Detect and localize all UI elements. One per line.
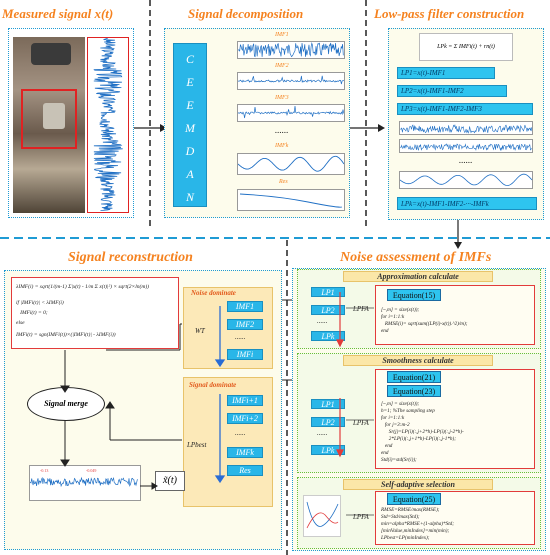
eq15-tag: Equation(15) <box>387 289 441 301</box>
ceemdan-letter: C <box>185 52 194 66</box>
threshold-formula-box: λIMF(i) = sqrt(1/(m-1) Σ|x(t) - 1/m Σ x(… <box>11 277 179 349</box>
reconstruction-title: Signal reconstruction <box>68 250 193 265</box>
smooth-title: Smoothness calculate <box>343 355 493 366</box>
select-lpfa: LPFA <box>353 513 369 521</box>
raw-signal-plot <box>87 37 129 213</box>
imfk-plot <box>237 153 345 175</box>
raw-signal-wave <box>93 37 123 211</box>
lp2-box: LP2=x(t)-IMF1-IMF2 <box>397 85 507 97</box>
select-mini-plot <box>303 495 341 537</box>
ceemdan-letter: D <box>185 144 195 158</box>
signal-dominate-label: Signal dominate <box>189 381 237 389</box>
recon-imfk: IMFk <box>227 447 263 458</box>
res-plot <box>237 189 345 211</box>
eq23-tag: Equation(23) <box>387 385 441 397</box>
smooth-lp2: LP2 <box>311 417 345 427</box>
lpk-box: LPk=x(t)-IMF1-IMF2-···-IMFk <box>397 197 537 210</box>
output-annotation-2: -0.049 <box>86 468 97 473</box>
decomposition-title: Signal decomposition <box>188 6 304 21</box>
ceemdan-letter: A <box>186 167 194 181</box>
ceemdan-letter: E <box>186 98 194 112</box>
recon-ellipsis-1: ...... <box>235 333 246 341</box>
lpbest-label: LPbest <box>187 441 207 449</box>
smooth-ellipsis: ...... <box>317 429 328 437</box>
recon-imf2: IMF2 <box>227 319 263 330</box>
lp-plot-2 <box>399 139 533 153</box>
lp-plot-1 <box>399 121 533 135</box>
output-annotation-1: -0.13 <box>40 468 49 473</box>
approx-lp2: LP2 <box>311 305 345 315</box>
measured-signal-title: Measured signal x(t) <box>2 6 114 21</box>
recon-imfi2: IMFi+2 <box>227 413 263 424</box>
ceemdan-letter: E <box>186 75 194 89</box>
eq25-tag: Equation(25) <box>387 493 441 505</box>
imf2-label: IMF2 <box>275 63 289 69</box>
wt-label: WT <box>195 327 205 335</box>
imf-ellipsis: ...... <box>275 125 289 135</box>
recon-ellipsis-2: ...... <box>235 429 246 437</box>
formula-line-3: IMFi(t) = 0; <box>16 310 48 316</box>
smooth-code: [~,m] = size(x(t)); h=1; %The sampling s… <box>381 401 464 463</box>
smooth-lpfa: LPFA <box>353 419 369 427</box>
lowpass-formula: LPk = Σ IMFi(t) + rn(t) <box>419 33 513 61</box>
select-code: RMSE=RMSE/max(RMSE); Std=Std/max(Std); m… <box>381 507 454 541</box>
approx-lpfa: LPFA <box>353 305 369 313</box>
lp-plot-k <box>399 171 533 189</box>
output-symbol: x̃(t) <box>155 471 185 491</box>
ceemdan-letter: M <box>185 121 195 135</box>
imf1-label: IMF1 <box>275 32 289 38</box>
recon-imfi: IMFi <box>227 349 263 360</box>
noise-dominate-label: Noise dominate <box>191 289 236 297</box>
select-title: Self-adaptive selection <box>343 479 493 490</box>
photo-part <box>31 43 71 65</box>
imf3-label: IMF3 <box>275 95 289 101</box>
smooth-lpk: LPk <box>311 445 345 455</box>
lowpass-panel: LPk = Σ IMFi(t) + rn(t) LP1=x(t)-IMF1 LP… <box>388 28 544 220</box>
formula-line-2: if |IMFi(t)| < λIMF(i) <box>16 300 64 306</box>
imf3-plot <box>237 104 345 122</box>
recon-imf1: IMF1 <box>227 301 263 312</box>
formula-line-5: IMFi(t) = sgn(IMFi(t))×(|IMFi(t)| - λIMF… <box>16 332 116 338</box>
approx-lpk: LPk <box>311 331 345 341</box>
formula-line-4: else <box>16 320 25 326</box>
imf1-plot <box>237 41 345 59</box>
approx-title: Approximation calculate <box>343 271 493 282</box>
recon-imfi1: IMFi+1 <box>227 395 263 406</box>
output-plot: -0.13 -0.049 <box>29 465 141 501</box>
approx-code: [~,m] = size(x(t)); for i=1:1:k RMSE(i)=… <box>381 307 468 334</box>
recon-res: Res <box>227 465 263 476</box>
ceemdan-block: C E E M D A N <box>173 43 207 207</box>
measured-signal-panel <box>8 28 134 218</box>
noise-panel: Approximation calculate LP1 LP2 ...... L… <box>292 268 546 551</box>
formula-line-1: λIMF(i) = sqrt(1/(m-1) Σ|x(t) - 1/m Σ x(… <box>16 284 150 290</box>
eq21-tag: Equation(21) <box>387 371 441 383</box>
machine-photo <box>13 37 85 213</box>
lp1-box: LP1=x(t)-IMF1 <box>397 67 495 79</box>
approx-lp1: LP1 <box>311 287 345 297</box>
signal-merge-node: Signal merge <box>27 387 105 421</box>
photo-component <box>43 103 65 129</box>
smooth-lp1: LP1 <box>311 399 345 409</box>
lp3-box: LP3=x(t)-IMF1-IMF2-IMF3 <box>397 103 533 115</box>
lowpass-title: Low-pass filter construction <box>374 6 525 21</box>
ceemdan-letter: N <box>185 190 194 204</box>
approx-ellipsis: ...... <box>317 317 328 325</box>
reconstruction-panel: λIMF(i) = sqrt(1/(m-1) Σ|x(t) - 1/m Σ x(… <box>4 270 282 550</box>
lp-ellipsis: ...... <box>459 155 473 165</box>
imfk-label: IMFk <box>275 143 289 149</box>
decomposition-panel: C E E M D A N IMF1 IMF2 IMF3 ...... IMFk… <box>164 28 350 218</box>
noise-title: Noise assessment of IMFs <box>340 250 492 265</box>
res-label: Res <box>279 179 288 185</box>
imf2-plot <box>237 72 345 90</box>
highlight-box <box>21 89 77 149</box>
